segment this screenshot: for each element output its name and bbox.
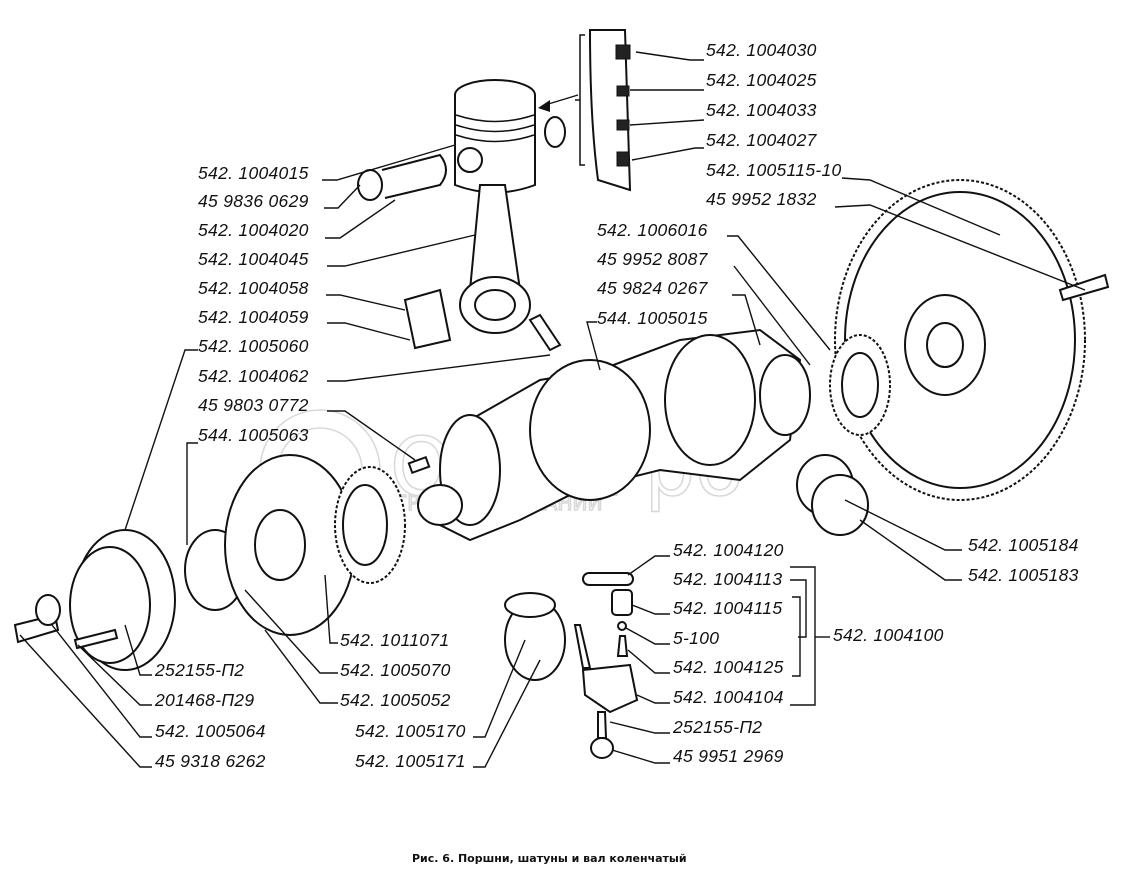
part-label: 45 9952 1832 — [706, 189, 817, 209]
labels-crank-mid: 542. 1006016 45 9952 8087 45 9824 0267 5… — [597, 220, 709, 328]
labels-bearings-right: 542. 1005184 542. 1005183 — [968, 535, 1079, 585]
part-label: 45 9318 6262 — [155, 751, 266, 771]
part-label: 542. 1004030 — [706, 40, 817, 60]
part-label: 252155-П2 — [672, 717, 762, 737]
part-label: 201468-П29 — [154, 690, 254, 710]
part-label: 544. 1005015 — [597, 308, 708, 328]
part-label: 542. 1005171 — [355, 751, 466, 771]
part-label: 542. 1005064 — [155, 721, 266, 741]
part-label: 542. 1005060 — [198, 336, 309, 356]
assembly-label: 542. 1004100 — [833, 625, 944, 645]
part-label: 542. 1004045 — [198, 249, 309, 269]
labels-piston-rings: 542. 1004030 542. 1004025 542. 1004033 5… — [706, 40, 842, 209]
part-label: 542. 1004027 — [706, 130, 818, 150]
part-label: 542. 1004120 — [673, 540, 784, 560]
part-label: 542. 1005170 — [355, 721, 466, 741]
labels-oil-nozzle: 542. 1004120 542. 1004113 542. 1004115 5… — [672, 540, 944, 766]
leader-lines — [19, 51, 1086, 768]
piston-ring-section — [538, 29, 632, 192]
flywheel — [796, 179, 1110, 536]
part-label: 542. 1011071 — [340, 630, 449, 650]
part-label: 542. 1004125 — [673, 657, 784, 677]
part-label: 252155-П2 — [154, 660, 244, 680]
part-label: 542. 1004104 — [673, 687, 784, 707]
part-label: 45 9803 0772 — [198, 395, 309, 415]
part-label: 542. 1005184 — [968, 535, 1079, 555]
part-label: 542. 1004115 — [673, 598, 782, 618]
part-label: 45 9952 8087 — [597, 249, 709, 269]
part-label: 45 9951 2969 — [673, 746, 784, 766]
part-label: 542. 1004058 — [198, 278, 309, 298]
crankshaft — [407, 328, 811, 542]
labels-bottom-left: 252155-П2 201468-П29 542. 1005064 45 931… — [154, 660, 266, 771]
labels-left: 542. 1004015 45 9836 0629 542. 1004020 5… — [198, 163, 309, 445]
part-label: 542. 1004059 — [198, 307, 309, 327]
part-label: 45 9824 0267 — [597, 278, 709, 298]
pulley-damper — [13, 454, 566, 681]
part-label: 542. 1005115-10 — [706, 160, 842, 180]
part-label: 542. 1004020 — [198, 220, 309, 240]
part-label: 542. 1004015 — [198, 163, 309, 183]
labels-pulley-group: 542. 1011071 542. 1005070 542. 1005052 5… — [340, 630, 466, 771]
part-label: 5-100 — [673, 628, 719, 648]
part-label: 542. 1004025 — [706, 70, 817, 90]
part-label: 542. 1004033 — [706, 100, 817, 120]
part-label: 542. 1004113 — [673, 569, 782, 589]
oil-nozzle-assembly — [573, 572, 639, 759]
part-label: 45 9836 0629 — [198, 191, 309, 211]
part-label: 542. 1004062 — [198, 366, 309, 386]
part-label: 542. 1005052 — [340, 690, 451, 710]
part-label: 542. 1005183 — [968, 565, 1079, 585]
piston-assembly — [357, 79, 566, 352]
part-label: 544. 1005063 — [198, 425, 309, 445]
part-label: 542. 1006016 — [597, 220, 708, 240]
figure-caption: Рис. 6. Поршни, шатуны и вал коленчатый — [412, 852, 687, 865]
part-label: 542. 1005070 — [340, 660, 451, 680]
